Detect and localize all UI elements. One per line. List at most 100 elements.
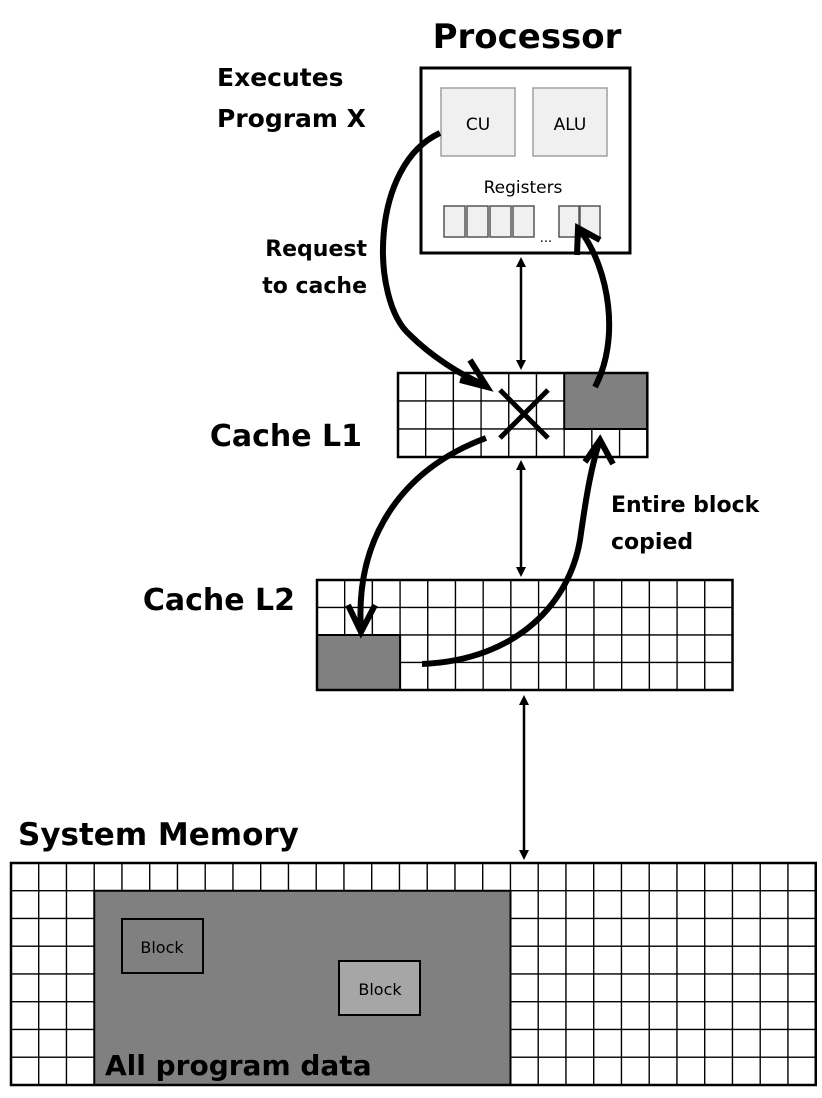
cache-l2-cell bbox=[565, 579, 595, 609]
memory-cell bbox=[537, 1001, 567, 1031]
memory-cell bbox=[676, 917, 706, 947]
cache-l2-cell bbox=[593, 606, 623, 636]
memory-cell bbox=[315, 862, 345, 892]
cu-label: CU bbox=[466, 115, 490, 135]
executes-label-line1: Executes bbox=[217, 63, 344, 92]
cache-l2-cell bbox=[427, 579, 457, 609]
memory-cell bbox=[593, 890, 623, 920]
memory-cell bbox=[537, 973, 567, 1003]
memory-cell bbox=[704, 1028, 734, 1058]
memory-cell bbox=[648, 1028, 678, 1058]
cache-l2-cell bbox=[371, 579, 401, 609]
block-copied-arrow bbox=[421, 434, 616, 667]
memory-cell bbox=[509, 1001, 539, 1031]
memory-cell bbox=[676, 1028, 706, 1058]
memory-cell bbox=[676, 1056, 706, 1086]
cache-l2-cell bbox=[704, 579, 734, 609]
copied-label-line1: Entire block bbox=[611, 493, 761, 518]
memory-cell bbox=[65, 917, 95, 947]
cache-l1-cell bbox=[397, 372, 427, 402]
cache-l1-cell bbox=[480, 400, 510, 430]
memory-cell bbox=[65, 973, 95, 1003]
memory-cell bbox=[620, 862, 650, 892]
cache-l1-cell bbox=[397, 428, 427, 458]
memory-cell bbox=[38, 862, 68, 892]
cache-l2-cell bbox=[510, 579, 540, 609]
l1-to-l2-arrow bbox=[345, 435, 488, 639]
memory-cell bbox=[10, 917, 40, 947]
memory-cell bbox=[648, 1056, 678, 1086]
memory-cell bbox=[537, 890, 567, 920]
memory-cell bbox=[620, 945, 650, 975]
register-cell bbox=[443, 205, 466, 238]
memory-cell bbox=[731, 890, 761, 920]
memory-cell bbox=[704, 973, 734, 1003]
memory-cell bbox=[759, 945, 789, 975]
memory-cell bbox=[620, 1001, 650, 1031]
cache-l2-block bbox=[316, 634, 402, 691]
memory-cell bbox=[565, 973, 595, 1003]
copied-label-line2: copied bbox=[611, 530, 693, 555]
cache-l2-cell bbox=[704, 606, 734, 636]
memory-cell bbox=[676, 862, 706, 892]
request-label-line2: to cache bbox=[262, 274, 367, 299]
memory-cell bbox=[787, 862, 817, 892]
program-data-label: All program data bbox=[105, 1049, 372, 1082]
memory-cell bbox=[648, 973, 678, 1003]
request-to-cache-arrow bbox=[380, 130, 494, 392]
cache-l2-cell bbox=[593, 661, 623, 691]
memory-cell bbox=[648, 945, 678, 975]
memory-cell bbox=[38, 1056, 68, 1086]
cache-l2-cell bbox=[648, 579, 678, 609]
memory-cell bbox=[260, 862, 290, 892]
memory-cell bbox=[509, 1056, 539, 1086]
memory-cell bbox=[10, 973, 40, 1003]
memory-cell bbox=[537, 1028, 567, 1058]
memory-cell bbox=[509, 917, 539, 947]
memory-cell bbox=[704, 890, 734, 920]
cache-l1-border bbox=[396, 371, 649, 459]
memory-cell bbox=[731, 973, 761, 1003]
cache-l2-border bbox=[315, 578, 734, 692]
cache-l2-cell bbox=[427, 661, 457, 691]
cache-l2-cell bbox=[676, 579, 706, 609]
cache-l2-cell bbox=[621, 606, 651, 636]
memory-cell bbox=[10, 1056, 40, 1086]
memory-cell bbox=[537, 1056, 567, 1086]
cache-l1-cell bbox=[452, 400, 482, 430]
memory-cell bbox=[759, 1001, 789, 1031]
cache-l2-cell bbox=[510, 661, 540, 691]
memory-cell bbox=[65, 1001, 95, 1031]
memory-cell bbox=[593, 1001, 623, 1031]
memory-cell bbox=[759, 862, 789, 892]
cache-l2-cell bbox=[454, 606, 484, 636]
memory-cell bbox=[620, 890, 650, 920]
cache-l2-cell bbox=[704, 634, 734, 664]
cache-l2-cell bbox=[621, 579, 651, 609]
memory-cell bbox=[593, 917, 623, 947]
memory-cell bbox=[10, 862, 40, 892]
memory-cell bbox=[93, 862, 123, 892]
executes-label-line2: Program X bbox=[217, 104, 366, 133]
memory-cell bbox=[565, 890, 595, 920]
cache-l1-cell bbox=[425, 372, 455, 402]
cache-l2-cell bbox=[676, 606, 706, 636]
memory-cell bbox=[482, 862, 512, 892]
cache-l1-cell bbox=[508, 428, 538, 458]
register-cell bbox=[512, 205, 535, 238]
memory-cell bbox=[759, 890, 789, 920]
memory-cell bbox=[620, 1028, 650, 1058]
memory-cell bbox=[454, 862, 484, 892]
cache-l2-cell bbox=[399, 606, 429, 636]
memory-cell bbox=[65, 862, 95, 892]
registers bbox=[443, 205, 601, 238]
cache-l2-cell bbox=[648, 634, 678, 664]
memory-cell bbox=[676, 890, 706, 920]
cache-l2-cell bbox=[399, 579, 429, 609]
memory-cell bbox=[704, 1001, 734, 1031]
memory-cell bbox=[10, 1028, 40, 1058]
registers-label: Registers bbox=[484, 178, 563, 198]
memory-cell bbox=[343, 862, 373, 892]
memory-cell bbox=[149, 862, 179, 892]
register-cell bbox=[466, 205, 489, 238]
